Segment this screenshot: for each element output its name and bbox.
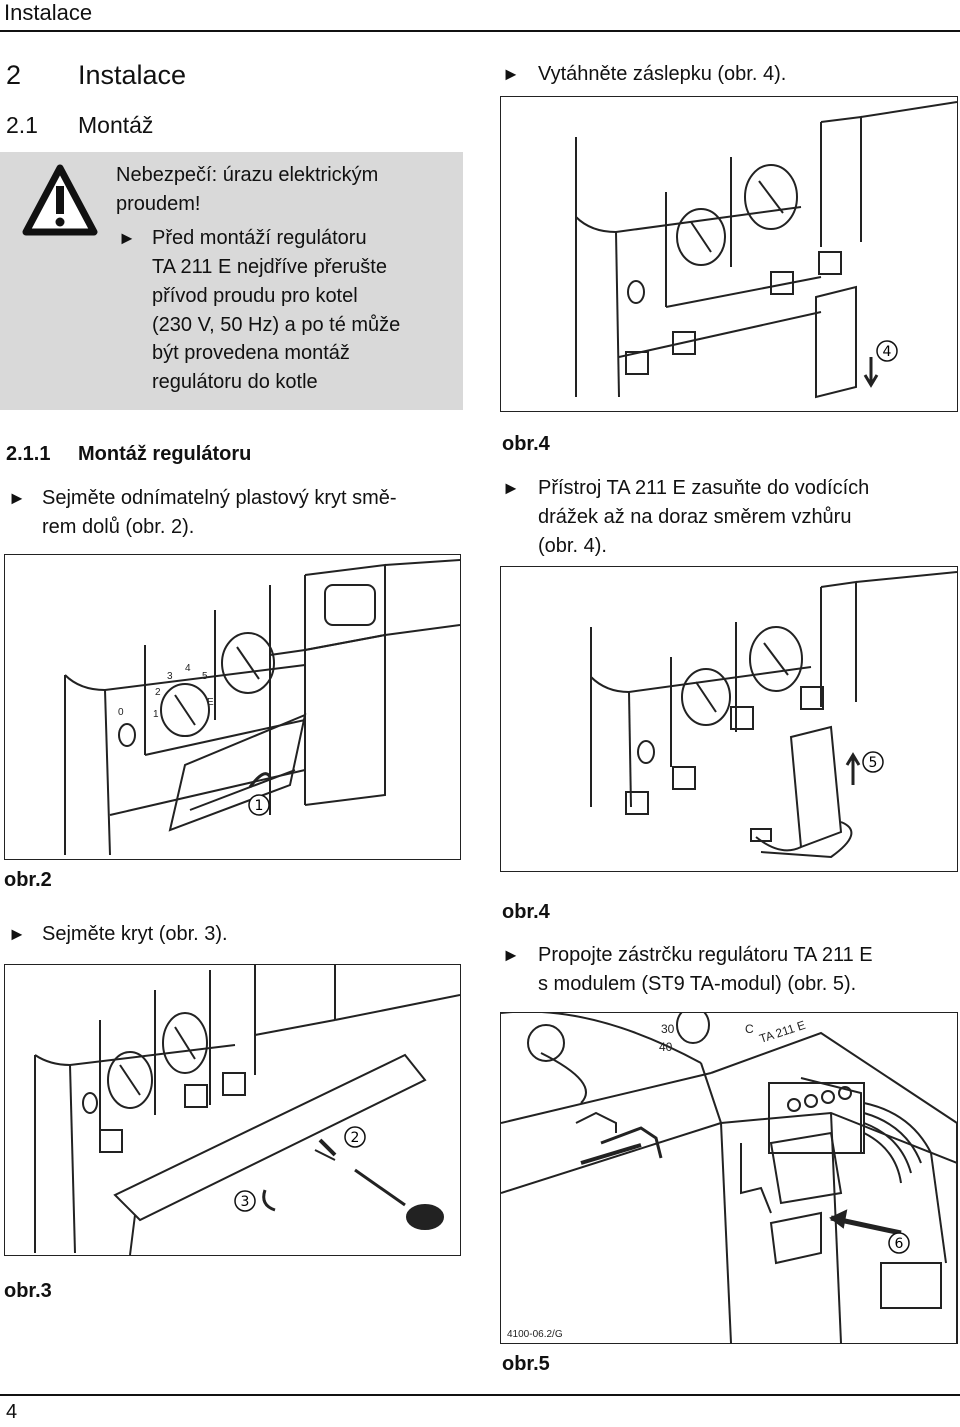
figure-caption: obr.5 bbox=[502, 1353, 550, 1375]
warning-line: Před montáží regulátoru bbox=[152, 227, 367, 249]
step-text: Propojte zástrčku regulátoru TA 211 E bbox=[538, 944, 873, 966]
callout-number: 1 bbox=[255, 798, 264, 814]
dial-number: 1 bbox=[153, 709, 159, 720]
figure-code: 4100-06.2/G bbox=[507, 1329, 563, 1340]
warning-line: být provedena montáž bbox=[152, 342, 350, 364]
figure-5: 30 40 C TA 211 E 6 4100-06.2/G bbox=[500, 1012, 958, 1344]
bullet-icon: ► bbox=[502, 945, 520, 965]
bullet-icon: ► bbox=[502, 478, 520, 498]
figure-3: 2 3 bbox=[4, 964, 461, 1256]
dial-number: 0 bbox=[118, 707, 124, 718]
subsubsection-number: 2.1.1 bbox=[6, 443, 51, 465]
warning-triangle-icon bbox=[22, 164, 98, 236]
step-text: Vytáhněte záslepku (obr. 4). bbox=[538, 63, 787, 85]
warning-line: regulátoru do kotle bbox=[152, 371, 318, 393]
dial-number: 5 bbox=[202, 671, 208, 682]
figure-caption: obr.2 bbox=[4, 869, 52, 891]
warning-line: přívod proudu pro kotel bbox=[152, 285, 358, 307]
step-text: Přístroj TA 211 E zasuňte do vodících bbox=[538, 477, 870, 499]
figure-2: 0 1 2 3 4 5 E 1 bbox=[4, 554, 461, 860]
dial-label: 30 bbox=[661, 1022, 675, 1036]
step-text: rem dolů (obr. 2). bbox=[42, 516, 195, 538]
callout-number: 2 bbox=[351, 1130, 360, 1146]
bullet-icon: ► bbox=[8, 924, 26, 944]
dial-number: E bbox=[207, 697, 214, 708]
warning-heading: Nebezpečí: úrazu elektrickým proudem! bbox=[116, 164, 379, 215]
step-text: Sejměte odnímatelný plastový kryt smě- bbox=[42, 487, 397, 509]
figure-caption: obr.3 bbox=[4, 1280, 52, 1302]
step-text: (obr. 4). bbox=[538, 535, 607, 557]
running-header: Instalace bbox=[4, 0, 93, 25]
dial-label: C bbox=[745, 1022, 754, 1036]
dial-number: 2 bbox=[155, 687, 161, 698]
dial-label: 40 bbox=[659, 1040, 673, 1054]
figure-caption: obr.4 bbox=[502, 901, 550, 923]
header-rule bbox=[0, 30, 960, 32]
callout-number: 3 bbox=[241, 1194, 250, 1210]
figure-4b: 5 bbox=[500, 566, 958, 872]
subsubsection-title: Montáž regulátoru bbox=[78, 443, 252, 465]
figure-caption: obr.4 bbox=[502, 433, 550, 455]
callout-number: 5 bbox=[869, 755, 878, 771]
footer-rule bbox=[0, 1394, 960, 1396]
callout-number: 6 bbox=[895, 1236, 904, 1252]
section-number: 2 bbox=[6, 60, 22, 90]
step-text: drážek až na doraz směrem vzhůru bbox=[538, 506, 852, 528]
dial-number: 4 bbox=[185, 663, 191, 674]
page-number: 4 bbox=[6, 1401, 18, 1423]
dial-number: 3 bbox=[167, 671, 173, 682]
subsection-title: Montáž bbox=[78, 112, 154, 138]
step-text: Sejměte kryt (obr. 3). bbox=[42, 923, 228, 945]
warning-line: TA 211 E nejdříve přerušte bbox=[152, 256, 387, 278]
callout-number: 4 bbox=[883, 344, 892, 360]
section-title: Instalace bbox=[78, 60, 187, 90]
bullet-icon: ► bbox=[502, 64, 520, 84]
step-text: s modulem (ST9 TA-modul) (obr. 5). bbox=[538, 973, 857, 995]
subsection-number: 2.1 bbox=[6, 112, 38, 138]
bullet-icon: ► bbox=[8, 488, 26, 508]
warning-line: (230 V, 50 Hz) a po té může bbox=[152, 314, 401, 336]
bullet-icon: ► bbox=[118, 228, 136, 248]
figure-4a: 4 bbox=[500, 96, 958, 412]
